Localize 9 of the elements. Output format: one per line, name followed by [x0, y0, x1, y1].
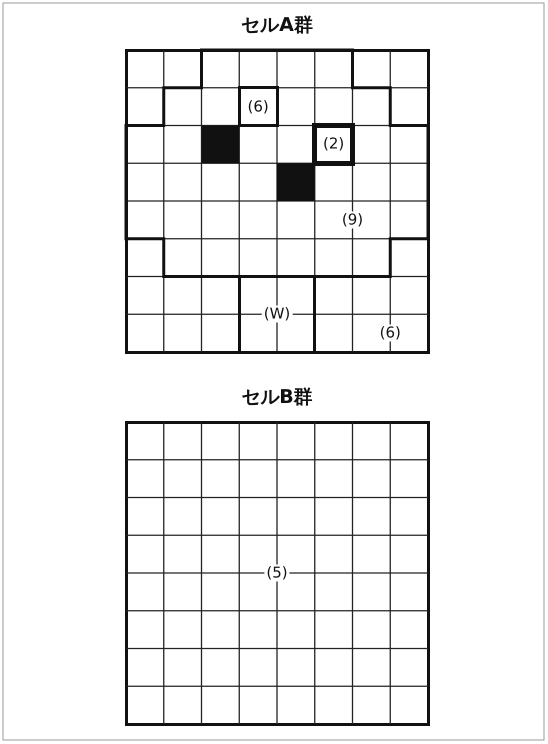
cell-count-label: (5): [264, 564, 290, 582]
cell-count-label: (6): [378, 324, 403, 342]
cell-count-label: (W): [262, 306, 292, 323]
grid-heading: セルA群: [241, 13, 313, 38]
cell-region: [238, 275, 316, 354]
cell-region: [312, 123, 355, 166]
grid-heading: セルB群: [241, 385, 313, 410]
cell-region: [126, 50, 428, 276]
cell-region: [238, 86, 278, 127]
